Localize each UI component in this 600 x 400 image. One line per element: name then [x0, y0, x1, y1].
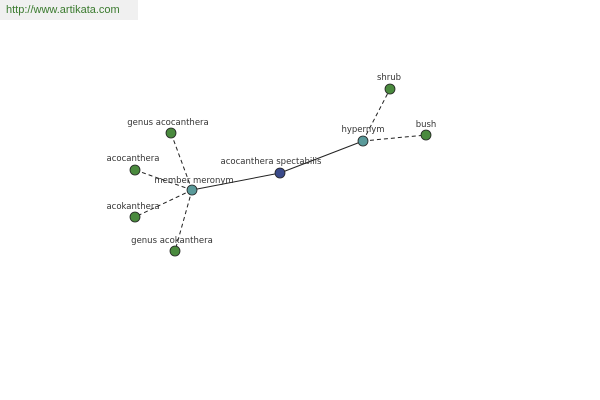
node-hypernym[interactable]	[357, 135, 369, 147]
node-meronym[interactable]	[186, 184, 198, 196]
node-label-genus2[interactable]: genus acokanthera	[131, 236, 213, 246]
node-label-genus1[interactable]: genus acocanthera	[127, 118, 209, 128]
node-label-root[interactable]: acocanthera spectabilis	[221, 157, 322, 167]
edge-meronym-genus1	[170, 132, 193, 191]
edge-layer	[134, 88, 427, 252]
edge-hypernym-bush	[362, 134, 427, 142]
node-label-meronym[interactable]: member meronym	[154, 176, 233, 186]
node-label-acocanthera[interactable]: acocanthera	[106, 154, 159, 164]
node-shrub[interactable]	[384, 83, 396, 95]
edge-meronym-acokanthera	[134, 189, 193, 218]
node-acokanthera[interactable]	[129, 211, 141, 223]
node-root[interactable]	[274, 167, 286, 179]
node-label-hypernym[interactable]: hypernym	[341, 125, 384, 135]
label-layer: acocanthera spectabilis hypernym member me…	[106, 73, 436, 246]
node-label-bush[interactable]: bush	[416, 120, 437, 130]
node-bush[interactable]	[420, 129, 432, 141]
edge-root-meronym	[191, 172, 281, 191]
edge-meronym-genus2	[174, 189, 193, 252]
node-label-acokanthera[interactable]: acokanthera	[106, 202, 159, 212]
node-layer	[129, 83, 432, 257]
edge-hypernym-shrub	[362, 88, 391, 142]
node-label-shrub[interactable]: shrub	[377, 73, 401, 83]
watermark-link[interactable]: http://www.artikata.com	[0, 0, 138, 20]
edge-root-hypernym	[279, 140, 364, 174]
node-genus1[interactable]	[165, 127, 177, 139]
node-acocanthera[interactable]	[129, 164, 141, 176]
edge-meronym-acocanthera	[134, 169, 193, 191]
node-genus2[interactable]	[169, 245, 181, 257]
